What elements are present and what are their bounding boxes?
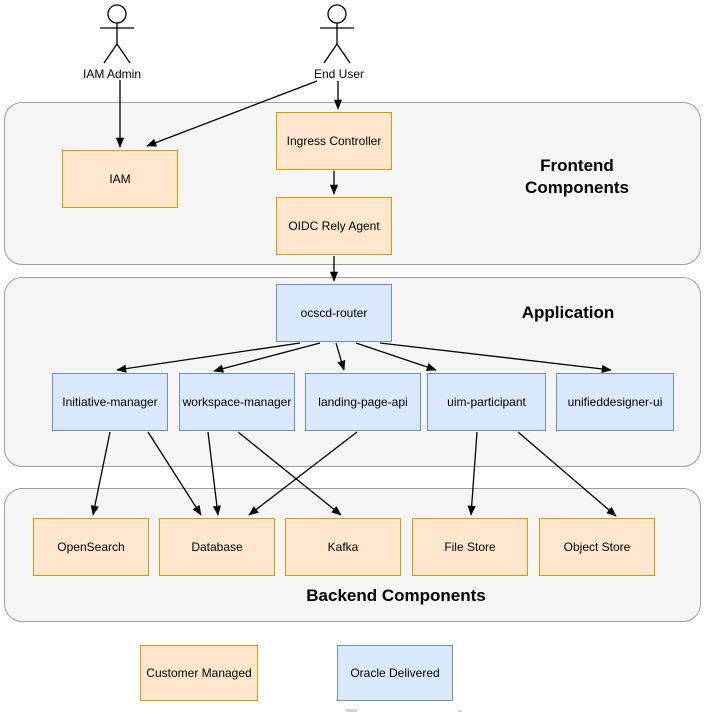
backend-components-title: Backend Components <box>306 586 486 605</box>
node-ingress-controller: Ingress Controller <box>276 112 392 170</box>
cut-off-watermark-fragment <box>458 710 461 712</box>
node-iam: IAM <box>62 150 178 208</box>
node-opensearch: OpenSearch <box>33 518 149 576</box>
legend-oracle-delivered: Oracle Delivered <box>337 645 453 701</box>
node-database: Database <box>159 518 275 576</box>
actor-label-iam-admin: IAM Admin <box>82 67 142 81</box>
node-landing-page-api: landing-page-api <box>305 373 421 431</box>
node-object-store: Object Store <box>539 518 655 576</box>
application-title: Application <box>521 303 615 322</box>
node-file-store: File Store <box>412 518 528 576</box>
node-ocscd-router: ocscd-router <box>276 284 392 342</box>
node-uim-participant: uim-participant <box>427 373 546 431</box>
cut-off-watermark-fragment <box>346 709 357 712</box>
actor-figure-iam-admin <box>100 4 134 64</box>
actor-label-end-user: End User <box>313 67 365 81</box>
actor-figure-end-user <box>320 4 354 64</box>
frontend-components-title: Frontend Components <box>525 156 629 198</box>
node-kafka: Kafka <box>285 518 401 576</box>
node-unifieddesigner-ui: unifieddesigner-ui <box>556 373 674 431</box>
node-oidc-rely-agent: OIDC Rely Agent <box>276 197 392 255</box>
node-initiative-manager: Initiative-manager <box>52 373 168 431</box>
legend-customer-managed: Customer Managed <box>140 645 258 701</box>
node-workspace-manager: workspace-manager <box>179 373 295 431</box>
